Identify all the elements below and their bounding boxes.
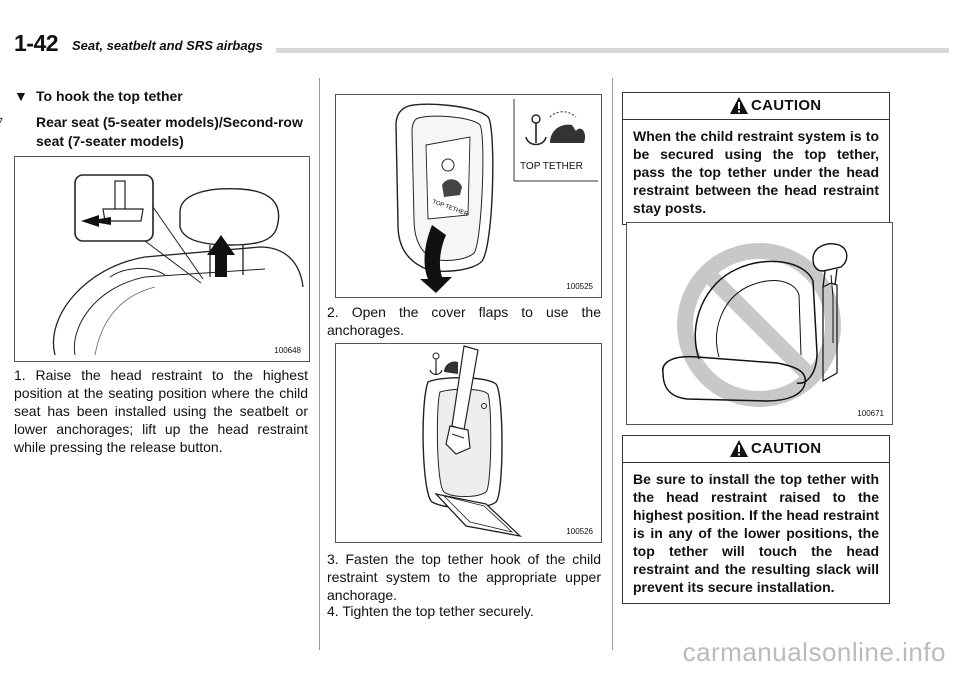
step-2-text: 2. Open the cover flaps to use the ancho… [327,304,601,338]
caution-box-1: CAUTION When the child restraint system … [622,92,890,225]
heading-text: To hook the top tether [36,88,183,104]
caution-header: CAUTION [623,436,889,463]
subheading-marker: ▽ [0,113,36,132]
figure-code: 100526 [566,527,593,536]
page-number: 1-42 [14,30,59,56]
column-divider-2 [612,78,613,650]
open-arrow-icon [420,225,452,293]
caution-title: CAUTION [751,440,822,457]
caution-text: When the child restraint system is to be… [633,128,879,216]
press-arrow-icon [81,215,111,227]
caution-header: CAUTION [623,93,889,120]
tether-label: TOP TETHER [520,161,583,172]
figure-code: 100525 [566,282,593,291]
up-arrow-icon [207,235,235,277]
anchorage-illustration [422,345,523,538]
warning-triangle-icon [730,440,748,457]
figure-head-restraint: 100648 [14,156,310,362]
caution-text: Be sure to install the top tether with t… [633,471,879,595]
figure-prohibited: 100671 [626,222,893,425]
figure-code: 100671 [857,409,884,418]
step-3-text: 3. Fasten the top tether hook of the chi… [327,551,601,603]
figure-code: 100648 [274,346,301,355]
prohibited-seat-illustration [662,243,848,407]
header-rule [276,48,949,53]
figure-anchorage: 100526 [335,343,602,543]
head-restraint-illustration [52,174,304,356]
section-heading: ▼ To hook the top tether [14,87,310,106]
page-header: 1-42 Seat, seatbelt and SRS airbags [14,30,949,58]
section-title: Seat, seatbelt and SRS airbags [72,38,263,53]
sub-heading: ▽Rear seat (5-seater models)/Second-row … [0,113,318,151]
subheading-text: Rear seat (5-seater models)/Second-row s… [36,114,303,149]
caution-title: CAUTION [751,97,822,114]
step-4-text: 4. Tighten the top tether securely. [327,603,534,619]
caution-box-2: CAUTION Be sure to install the top tethe… [622,435,890,604]
warning-triangle-icon [730,97,748,114]
child-seat-tether-icon [525,111,586,146]
column-divider-1 [319,78,320,650]
step-1-text: 1. Raise the head restraint to the highe… [14,367,308,455]
watermark: carmanualsonline.info [682,637,946,667]
figure-tether-cover: TOP TETHER TOP TETHER 100525 [335,94,602,298]
heading-marker: ▼ [14,88,28,104]
tether-cover-illustration: TOP TETHER [395,99,598,293]
